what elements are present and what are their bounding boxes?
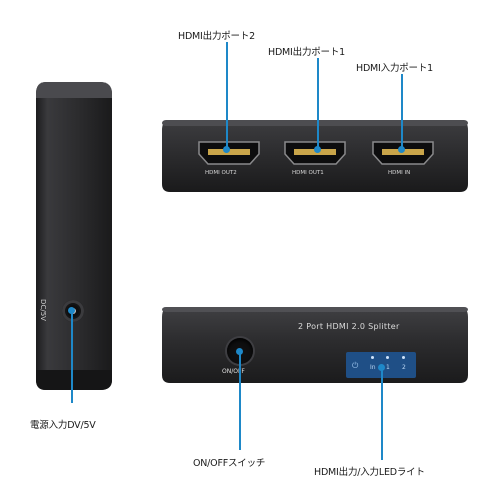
led-indicator-in bbox=[371, 356, 374, 359]
callout-hdmi-in1: HDMI入力ポート1 bbox=[356, 63, 434, 74]
callout-hdmi-out2: HDMI出力ポート2 bbox=[178, 31, 256, 42]
led-label-in: In bbox=[370, 364, 376, 371]
device-front-shape bbox=[162, 307, 468, 383]
dc-label: DC/5V bbox=[38, 299, 47, 321]
callout-line-on-off bbox=[239, 352, 241, 450]
power-icon: ⏻ bbox=[352, 361, 359, 370]
callout-line-led bbox=[381, 368, 383, 460]
callout-power: 電源入力DV/5V bbox=[30, 420, 96, 431]
hdmi-out1-label: HDMI OUT1 bbox=[292, 170, 324, 176]
hdmi-out2-label: HDMI OUT2 bbox=[205, 170, 237, 176]
led-label-1: 1 bbox=[386, 364, 390, 371]
callout-led: HDMI出力/入力LEDライト bbox=[314, 467, 425, 478]
hdmi-port-icon bbox=[284, 141, 346, 165]
hdmi-out1-port[interactable] bbox=[282, 140, 348, 166]
on-off-label: ON/OFF bbox=[222, 368, 245, 375]
device-side-view bbox=[34, 80, 114, 392]
callout-dot-on-off bbox=[236, 348, 243, 355]
hdmi-in-port[interactable] bbox=[370, 140, 436, 166]
hdmi-out2-port[interactable] bbox=[196, 140, 262, 166]
callout-line-hdmi-out1 bbox=[317, 58, 319, 150]
device-front-view bbox=[160, 305, 470, 385]
callout-dot-power bbox=[68, 307, 75, 314]
callout-line-hdmi-in bbox=[401, 74, 403, 150]
callout-line-power bbox=[71, 311, 73, 403]
led-label-2: 2 bbox=[402, 364, 406, 371]
led-indicator-1 bbox=[386, 356, 389, 359]
device-side-shape bbox=[36, 82, 112, 390]
hdmi-port-icon bbox=[198, 141, 260, 165]
callout-dot-hdmi-out2 bbox=[223, 146, 230, 153]
callout-on-off: ON/OFFスイッチ bbox=[193, 458, 266, 469]
callout-dot-led bbox=[378, 364, 385, 371]
callout-hdmi-out1: HDMI出力ポート1 bbox=[268, 47, 346, 58]
hdmi-in-label: HDMI IN bbox=[388, 170, 411, 176]
device-title: 2 Port HDMI 2.0 Splitter bbox=[298, 322, 400, 331]
callout-dot-hdmi-in bbox=[398, 146, 405, 153]
hdmi-port-icon bbox=[372, 141, 434, 165]
callout-line-hdmi-out2 bbox=[226, 42, 228, 150]
led-indicator-2 bbox=[402, 356, 405, 359]
callout-dot-hdmi-out1 bbox=[314, 146, 321, 153]
